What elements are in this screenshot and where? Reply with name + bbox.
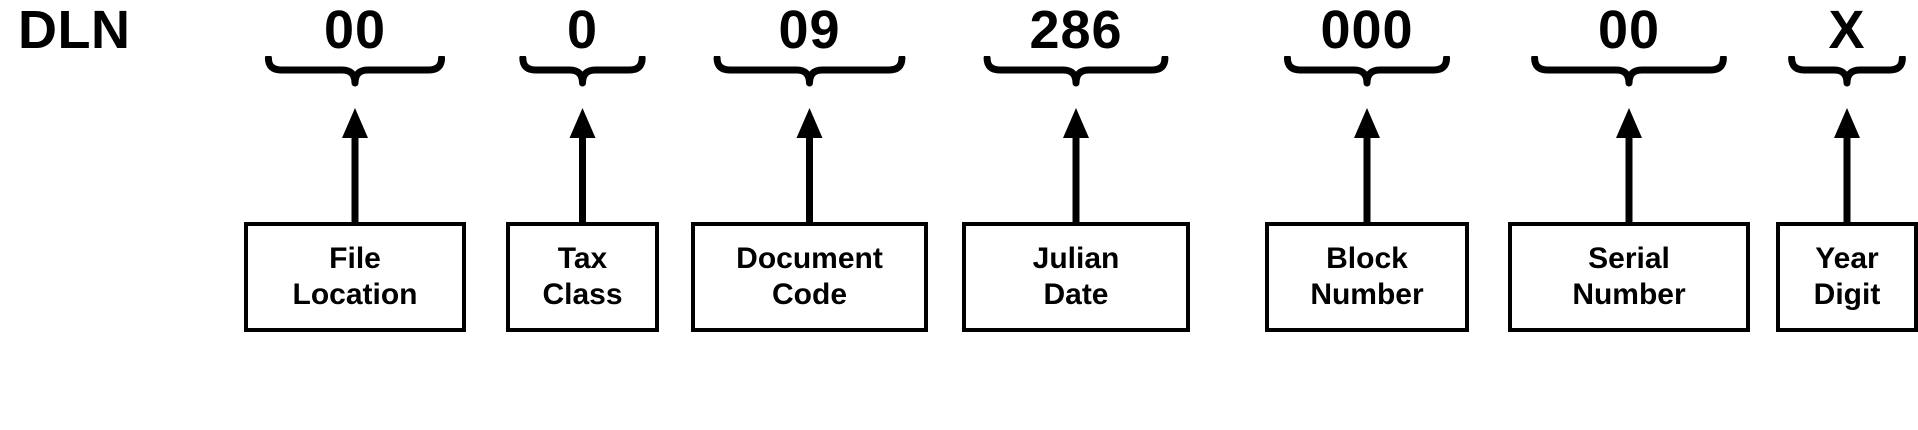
segment-box[interactable]: File Location — [244, 222, 466, 332]
segment-underbrace — [1754, 56, 1918, 90]
segment-underbrace — [484, 56, 681, 90]
segment-box-label: Block Number — [1310, 242, 1424, 311]
segment-box-label: File Location — [292, 242, 418, 311]
segment-box-label: Serial Number — [1572, 242, 1686, 311]
segment-digits: 286 — [1029, 0, 1123, 60]
segment-underbrace — [1243, 56, 1491, 90]
segment-digits: X — [1828, 0, 1866, 60]
segment-arrow-up — [484, 92, 681, 224]
segment-digits: 00 — [1597, 0, 1661, 60]
segment-arrow-up — [1486, 92, 1772, 224]
segment-box-label: Document Code — [736, 242, 883, 311]
segment-digits: 000 — [1320, 0, 1414, 60]
segment-box[interactable]: Serial Number — [1508, 222, 1750, 332]
segment-box-label: Tax Class — [542, 242, 623, 311]
segment-underbrace — [940, 56, 1212, 90]
segment-underbrace — [1486, 56, 1772, 90]
segment-arrow-up — [940, 92, 1212, 224]
segment-box[interactable]: Year Digit — [1776, 222, 1918, 332]
segment-arrow-up — [669, 92, 950, 224]
segment-arrow-up — [1243, 92, 1491, 224]
segment-arrow-up — [222, 92, 488, 224]
dln-title-label: DLN — [18, 0, 131, 60]
segment-box[interactable]: Julian Date — [962, 222, 1190, 332]
segment-box-label: Julian Date — [1032, 242, 1120, 311]
segment-box[interactable]: Document Code — [691, 222, 928, 332]
segment-box[interactable]: Tax Class — [506, 222, 659, 332]
segment-digits: 09 — [778, 0, 841, 60]
segment-arrow-up — [1754, 92, 1918, 224]
segment-underbrace — [669, 56, 950, 90]
dln-segment: X Year Digit — [1754, 0, 1918, 430]
segment-box[interactable]: Block Number — [1265, 222, 1469, 332]
segment-underbrace — [222, 56, 488, 90]
segment-digits: 0 — [566, 0, 599, 60]
segment-box-label: Year Digit — [1813, 242, 1881, 311]
segment-digits: 00 — [323, 0, 387, 60]
